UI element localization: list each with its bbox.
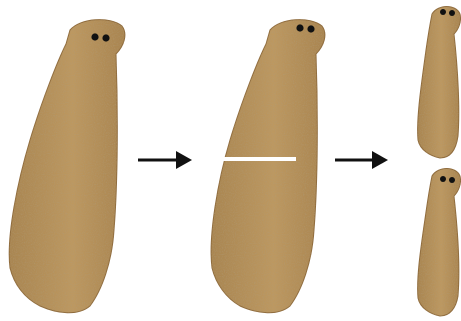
eye	[449, 10, 455, 16]
cut-worm	[211, 20, 325, 313]
eye	[296, 24, 303, 31]
arrow-right	[138, 151, 192, 169]
worm-texture	[418, 7, 461, 159]
eye	[440, 9, 446, 15]
eye	[307, 25, 314, 32]
regenerated-worm-top	[418, 7, 461, 159]
eye	[102, 34, 109, 41]
eye	[440, 176, 446, 182]
eye	[91, 33, 98, 40]
arrow-right	[335, 151, 388, 169]
regenerated-worm-bottom	[418, 169, 461, 317]
worm-texture	[418, 169, 461, 317]
intact-worm	[9, 20, 125, 313]
eye	[449, 177, 455, 183]
